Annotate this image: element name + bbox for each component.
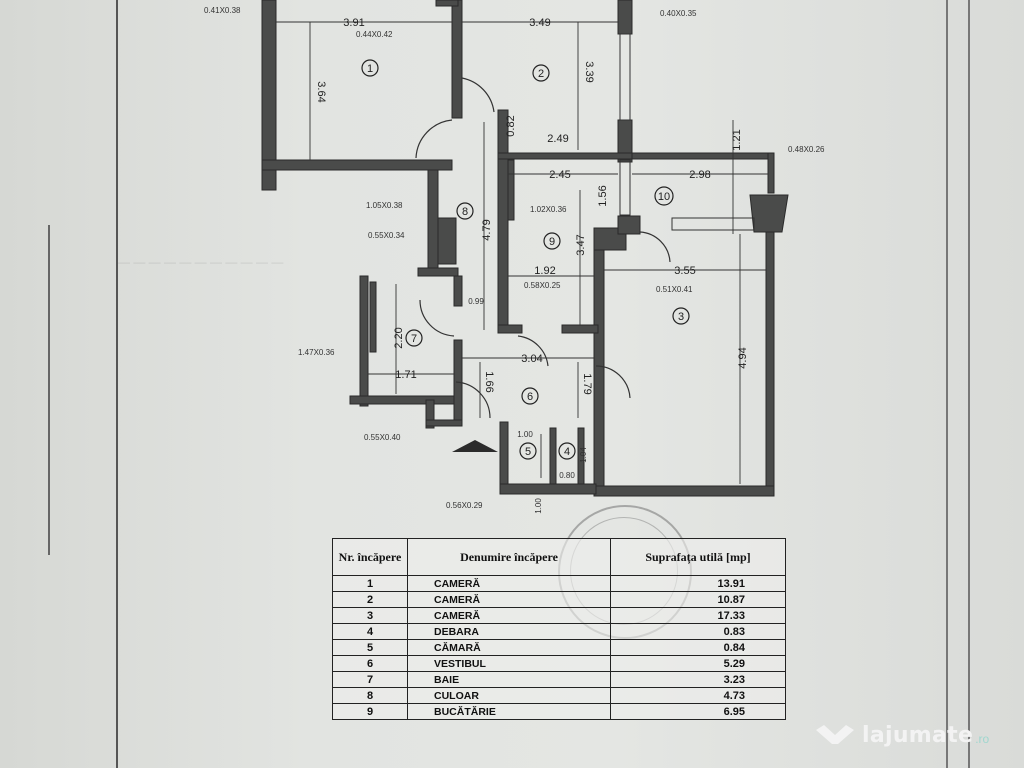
svg-text:0.51X0.41: 0.51X0.41 [656,285,693,294]
svg-text:9: 9 [549,236,555,248]
svg-text:0.58X0.25: 0.58X0.25 [524,281,561,290]
svg-text:0.99: 0.99 [468,297,484,306]
svg-text:2.45: 2.45 [549,169,570,181]
svg-text:4.79: 4.79 [481,219,493,240]
svg-text:0.55X0.40: 0.55X0.40 [364,433,401,442]
handshake-logo-icon [816,725,854,744]
svg-text:8: 8 [462,206,468,218]
faded-background-text: — — — — — — — — — — — [118,255,284,269]
floor-plan: 3.91 3.49 3.64 3.39 4.79 0.82 2.49 2.45 … [204,0,825,514]
svg-text:6: 6 [527,391,533,403]
svg-text:3.64: 3.64 [315,81,327,102]
svg-text:0.55X0.34: 0.55X0.34 [368,231,405,240]
svg-text:2.98: 2.98 [689,169,710,181]
svg-text:1.04: 1.04 [579,447,588,463]
svg-text:4: 4 [564,446,570,458]
lajumate-watermark: lajumate .ro [814,722,989,748]
svg-text:2: 2 [538,68,544,80]
svg-text:0.48X0.26: 0.48X0.26 [788,145,825,154]
header-nr: Nr. încăpere [332,538,408,576]
svg-text:3.39: 3.39 [583,61,595,82]
svg-text:7: 7 [411,333,417,345]
svg-text:3: 3 [678,311,684,323]
svg-text:1: 1 [367,63,373,75]
svg-text:4.94: 4.94 [737,347,749,368]
svg-text:0.56X0.29: 0.56X0.29 [446,501,483,510]
svg-text:1.79: 1.79 [581,373,593,394]
svg-text:0.80: 0.80 [559,471,575,480]
svg-text:3.49: 3.49 [529,17,550,29]
svg-text:1.21: 1.21 [731,129,743,150]
room-areas-table: Nr. încăpere Denumire încăpere Suprafața… [332,538,786,720]
svg-text:5: 5 [525,446,531,458]
svg-text:3.04: 3.04 [521,353,542,365]
paper-margin-line-right-2 [968,0,970,768]
svg-text:2.20: 2.20 [393,327,405,348]
entry-arrow-icon [452,440,498,452]
svg-text:1.71: 1.71 [395,369,416,381]
svg-text:1.66: 1.66 [483,371,495,392]
svg-text:3.47: 3.47 [575,234,587,255]
watermark-brand: lajumate [862,722,974,748]
svg-text:1.00: 1.00 [517,430,533,439]
svg-text:0.44X0.42: 0.44X0.42 [356,30,393,39]
watermark-tld: .ro [975,732,990,746]
paper-margin-line-right [946,0,948,768]
svg-text:1.05X0.38: 1.05X0.38 [366,201,403,210]
header-name: Denumire încăpere [407,538,611,576]
svg-text:3.55: 3.55 [674,265,695,277]
header-area: Suprafața utilă [mp] [610,538,786,576]
svg-text:2.49: 2.49 [547,133,568,145]
svg-text:1.92: 1.92 [534,265,555,277]
svg-text:0.40X0.35: 0.40X0.35 [660,9,697,18]
svg-text:3.91: 3.91 [343,17,364,29]
paper-margin-line-far-left [48,225,50,555]
svg-text:1.47X0.36: 1.47X0.36 [298,348,335,357]
table-header-row: Nr. încăpere Denumire încăpere Suprafața… [332,538,786,576]
svg-text:0.41X0.38: 0.41X0.38 [204,6,241,15]
svg-text:0.82: 0.82 [505,115,517,136]
svg-text:1.00: 1.00 [534,498,543,514]
svg-text:10: 10 [658,191,670,203]
svg-text:1.56: 1.56 [597,185,609,206]
svg-text:1.02X0.36: 1.02X0.36 [530,205,567,214]
paper-margin-line-left [116,0,118,768]
